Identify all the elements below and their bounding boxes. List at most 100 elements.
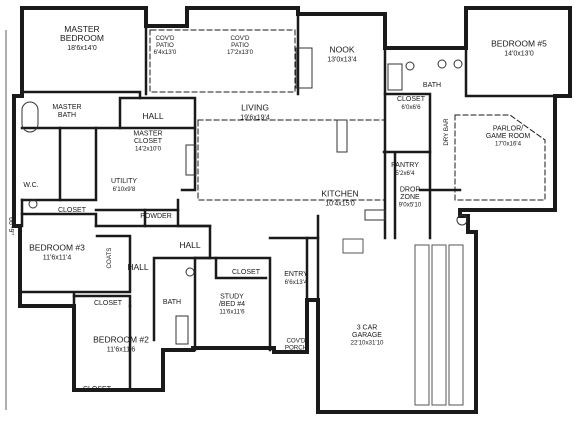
ceiling-lines [149, 29, 546, 201]
room-name-line: CLOSET [58, 207, 87, 214]
room-size: 13'0x13'4 [327, 57, 357, 64]
room-name-line: KITCHEN [321, 189, 358, 199]
room-size: 17'2x13'0 [227, 49, 254, 56]
room-name-line: PATIO [231, 42, 249, 49]
room-name-line: CLOSET [134, 138, 163, 145]
room-name-line: COV'D [286, 338, 306, 345]
room-name-line: HALL [142, 111, 164, 121]
room-size: 11'6x11'6 [219, 309, 245, 316]
room-name-line: 3 CAR [357, 324, 378, 331]
room-label-closet-bed2-lower: CLOSET [83, 386, 112, 393]
room-size: 10'4x15'0 [325, 201, 355, 208]
room-name-line: BATH [423, 82, 441, 89]
room-label-bath-lower: BATH [163, 299, 181, 306]
room-name-line: COV'D [155, 35, 175, 42]
room-label-bedroom-5: BEDROOM #514'0x13'0 [491, 39, 547, 58]
fixtures [21, 47, 468, 345]
room-name-line: PARLOR/ [493, 125, 523, 132]
room-name-line: CLOSET [83, 386, 112, 393]
room-label-closet-left: CLOSET [58, 207, 87, 214]
room-size: 9'0x5'10 [399, 202, 422, 209]
room-name-line: STUDY [220, 293, 244, 300]
room-name-line: NOOK [329, 45, 354, 55]
room-size: 5'2x6'4 [395, 170, 415, 177]
room-name-line: MASTER [52, 104, 81, 111]
room-size: 19'6x19'4 [240, 115, 270, 122]
room-size: 11'6x11'4 [43, 255, 72, 262]
room-size: 18'6x14'0 [67, 45, 97, 52]
room-label-powder: POWDER [140, 213, 172, 220]
garage-doors [342, 238, 464, 406]
room-size: 17'0x16'4 [495, 141, 522, 148]
room-name-line: BEDROOM #5 [491, 39, 547, 49]
room-name-line: PATIO [156, 42, 174, 49]
room-name-line: ZONE [400, 194, 420, 201]
room-label-bedroom-2: BEDROOM #2 11'6x11'6 [93, 335, 149, 354]
room-label-nook: NOOK 13'0x13'4 [327, 45, 357, 64]
room-name-line: BATH [163, 299, 181, 306]
room-name-line: BATH [58, 112, 76, 119]
room-name-line: GAME ROOM [486, 133, 531, 140]
exterior-wall [12, 6, 572, 414]
left-dimension: 66'-9" [5, 30, 14, 410]
room-size: 22'10x31'10 [351, 340, 385, 347]
room-size: 6'4x13'0 [154, 49, 177, 56]
room-name-line: GARAGE [352, 332, 382, 339]
room-name-line: PORCH [285, 345, 307, 352]
room-name-line: HALL [179, 240, 201, 250]
room-size: 6'6x13'4 [285, 279, 308, 286]
interior-walls [20, 12, 557, 392]
room-name-line: DROP [400, 186, 421, 193]
room-label-kitchen: KITCHEN 10'4x15'0 [321, 189, 358, 208]
room-name-line: CLOSET [232, 269, 261, 276]
room-name-line: PANTRY [391, 162, 419, 169]
room-name-line: BEDROOM [60, 33, 104, 43]
room-label-study: STUDY/BED #411'6x11'6 [219, 293, 245, 315]
room-name-line: MASTER [64, 24, 99, 34]
room-name-line: CLOSET [94, 300, 123, 307]
room-size: 6'10x9'8 [113, 186, 136, 193]
room-name-line: ENTRY [284, 271, 308, 278]
room-name-line: W.C. [23, 182, 38, 189]
room-name-line: /BED #4 [219, 301, 245, 308]
room-size: 11'6x11'6 [107, 347, 136, 354]
room-name-line: BEDROOM #3 [29, 243, 85, 253]
room-label-dry-bar: DRY BAR [443, 118, 450, 146]
room-label-wc: W.C. [23, 182, 38, 189]
room-size: 14'2x10'0 [135, 146, 162, 153]
room-name-line: UTILITY [111, 178, 137, 185]
room-name-line: HALL [127, 262, 149, 272]
room-label-coats: COATS [106, 248, 113, 269]
room-label-hall-2: HALL [179, 240, 201, 250]
room-name-line: COATS [106, 248, 113, 269]
room-name-line: DRY BAR [443, 118, 450, 146]
room-label-closet-study: CLOSET [232, 269, 261, 276]
room-name-line: BEDROOM #2 [93, 335, 149, 345]
room-label-hall-3: HALL [127, 262, 149, 272]
room-name-line: POWDER [140, 213, 172, 220]
room-label-bath-top: BATH [423, 82, 441, 89]
room-label-bedroom-3: BEDROOM #3 11'6x11'4 [29, 243, 85, 262]
room-label-hall-1: HALL [142, 111, 164, 121]
room-size: 6'0x6'6 [401, 104, 421, 111]
room-name-line: COV'D [230, 35, 250, 42]
room-name-line: MASTER [133, 130, 162, 137]
dimension-label: 66'-9" [7, 217, 14, 235]
room-label-closet-bed2: CLOSET [94, 300, 123, 307]
